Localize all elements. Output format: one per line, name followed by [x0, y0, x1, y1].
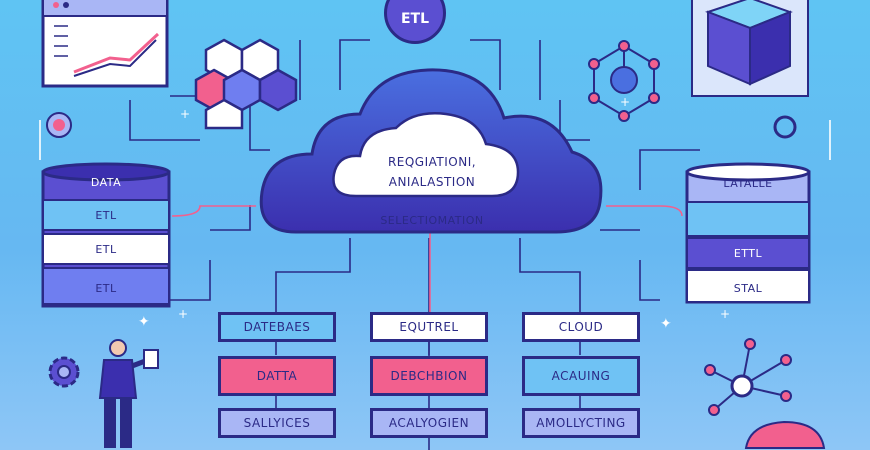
left-db-layer-1: DATA: [90, 176, 122, 189]
col1-top-box: DATEBAES: [218, 312, 336, 342]
right-database: [685, 162, 811, 304]
svg-text:+: +: [178, 307, 188, 321]
right-db-layer-1: LATALLE: [723, 177, 773, 190]
svg-text:+: +: [620, 95, 630, 109]
col3-bottom-box: AMOLLYCTING: [522, 408, 640, 438]
left-db-layer-4: ETL: [95, 282, 117, 295]
left-db-layer-2: ETL: [95, 209, 117, 222]
cloud-center-line1: REQGIATIONI,: [387, 155, 477, 169]
cloud-center-line2: ANIALASTION: [388, 175, 476, 189]
col3-mid-box: ACAUING: [522, 356, 640, 396]
col1-mid-box: DATTA: [218, 356, 336, 396]
svg-text:✦: ✦: [138, 314, 150, 330]
left-database: [41, 162, 171, 308]
network-nodes-icon: [704, 338, 792, 416]
svg-text:+: +: [720, 307, 730, 321]
col3-top-box: CLOUD: [522, 312, 640, 342]
right-db-layer-2: ETTL: [733, 247, 763, 260]
left-db-layer-3: ETL: [95, 243, 117, 256]
cloud-banner: SELECTIOMATION: [380, 214, 484, 227]
molecule-icon: [588, 40, 660, 122]
svg-text:+: +: [180, 107, 190, 121]
cube-icon: [691, 0, 809, 97]
monitor-chart-icon: [41, 0, 169, 88]
etl-circle: ETL: [384, 0, 446, 44]
svg-text:✦: ✦: [660, 316, 672, 332]
etl-circle-label: ETL: [400, 11, 430, 27]
cap-icon: [744, 420, 826, 449]
hexagon-cluster-icon: [194, 38, 298, 130]
col2-mid-box: DEBCHBION: [370, 356, 488, 396]
cloud-center-text: REQGIATIONI, ANIALASTION: [372, 152, 492, 192]
col2-top-box: EQUTREL: [370, 312, 488, 342]
cloud-shape: [259, 68, 603, 234]
col1-bottom-box: SALLYICES: [218, 408, 336, 438]
ring-icon: [773, 115, 797, 139]
person-figure: [98, 339, 159, 448]
target-icon: [46, 112, 72, 138]
right-db-layer-3: STAL: [733, 282, 763, 295]
col2-bottom-box: ACALYOGIEN: [370, 408, 488, 438]
gear-icon: [48, 356, 80, 388]
